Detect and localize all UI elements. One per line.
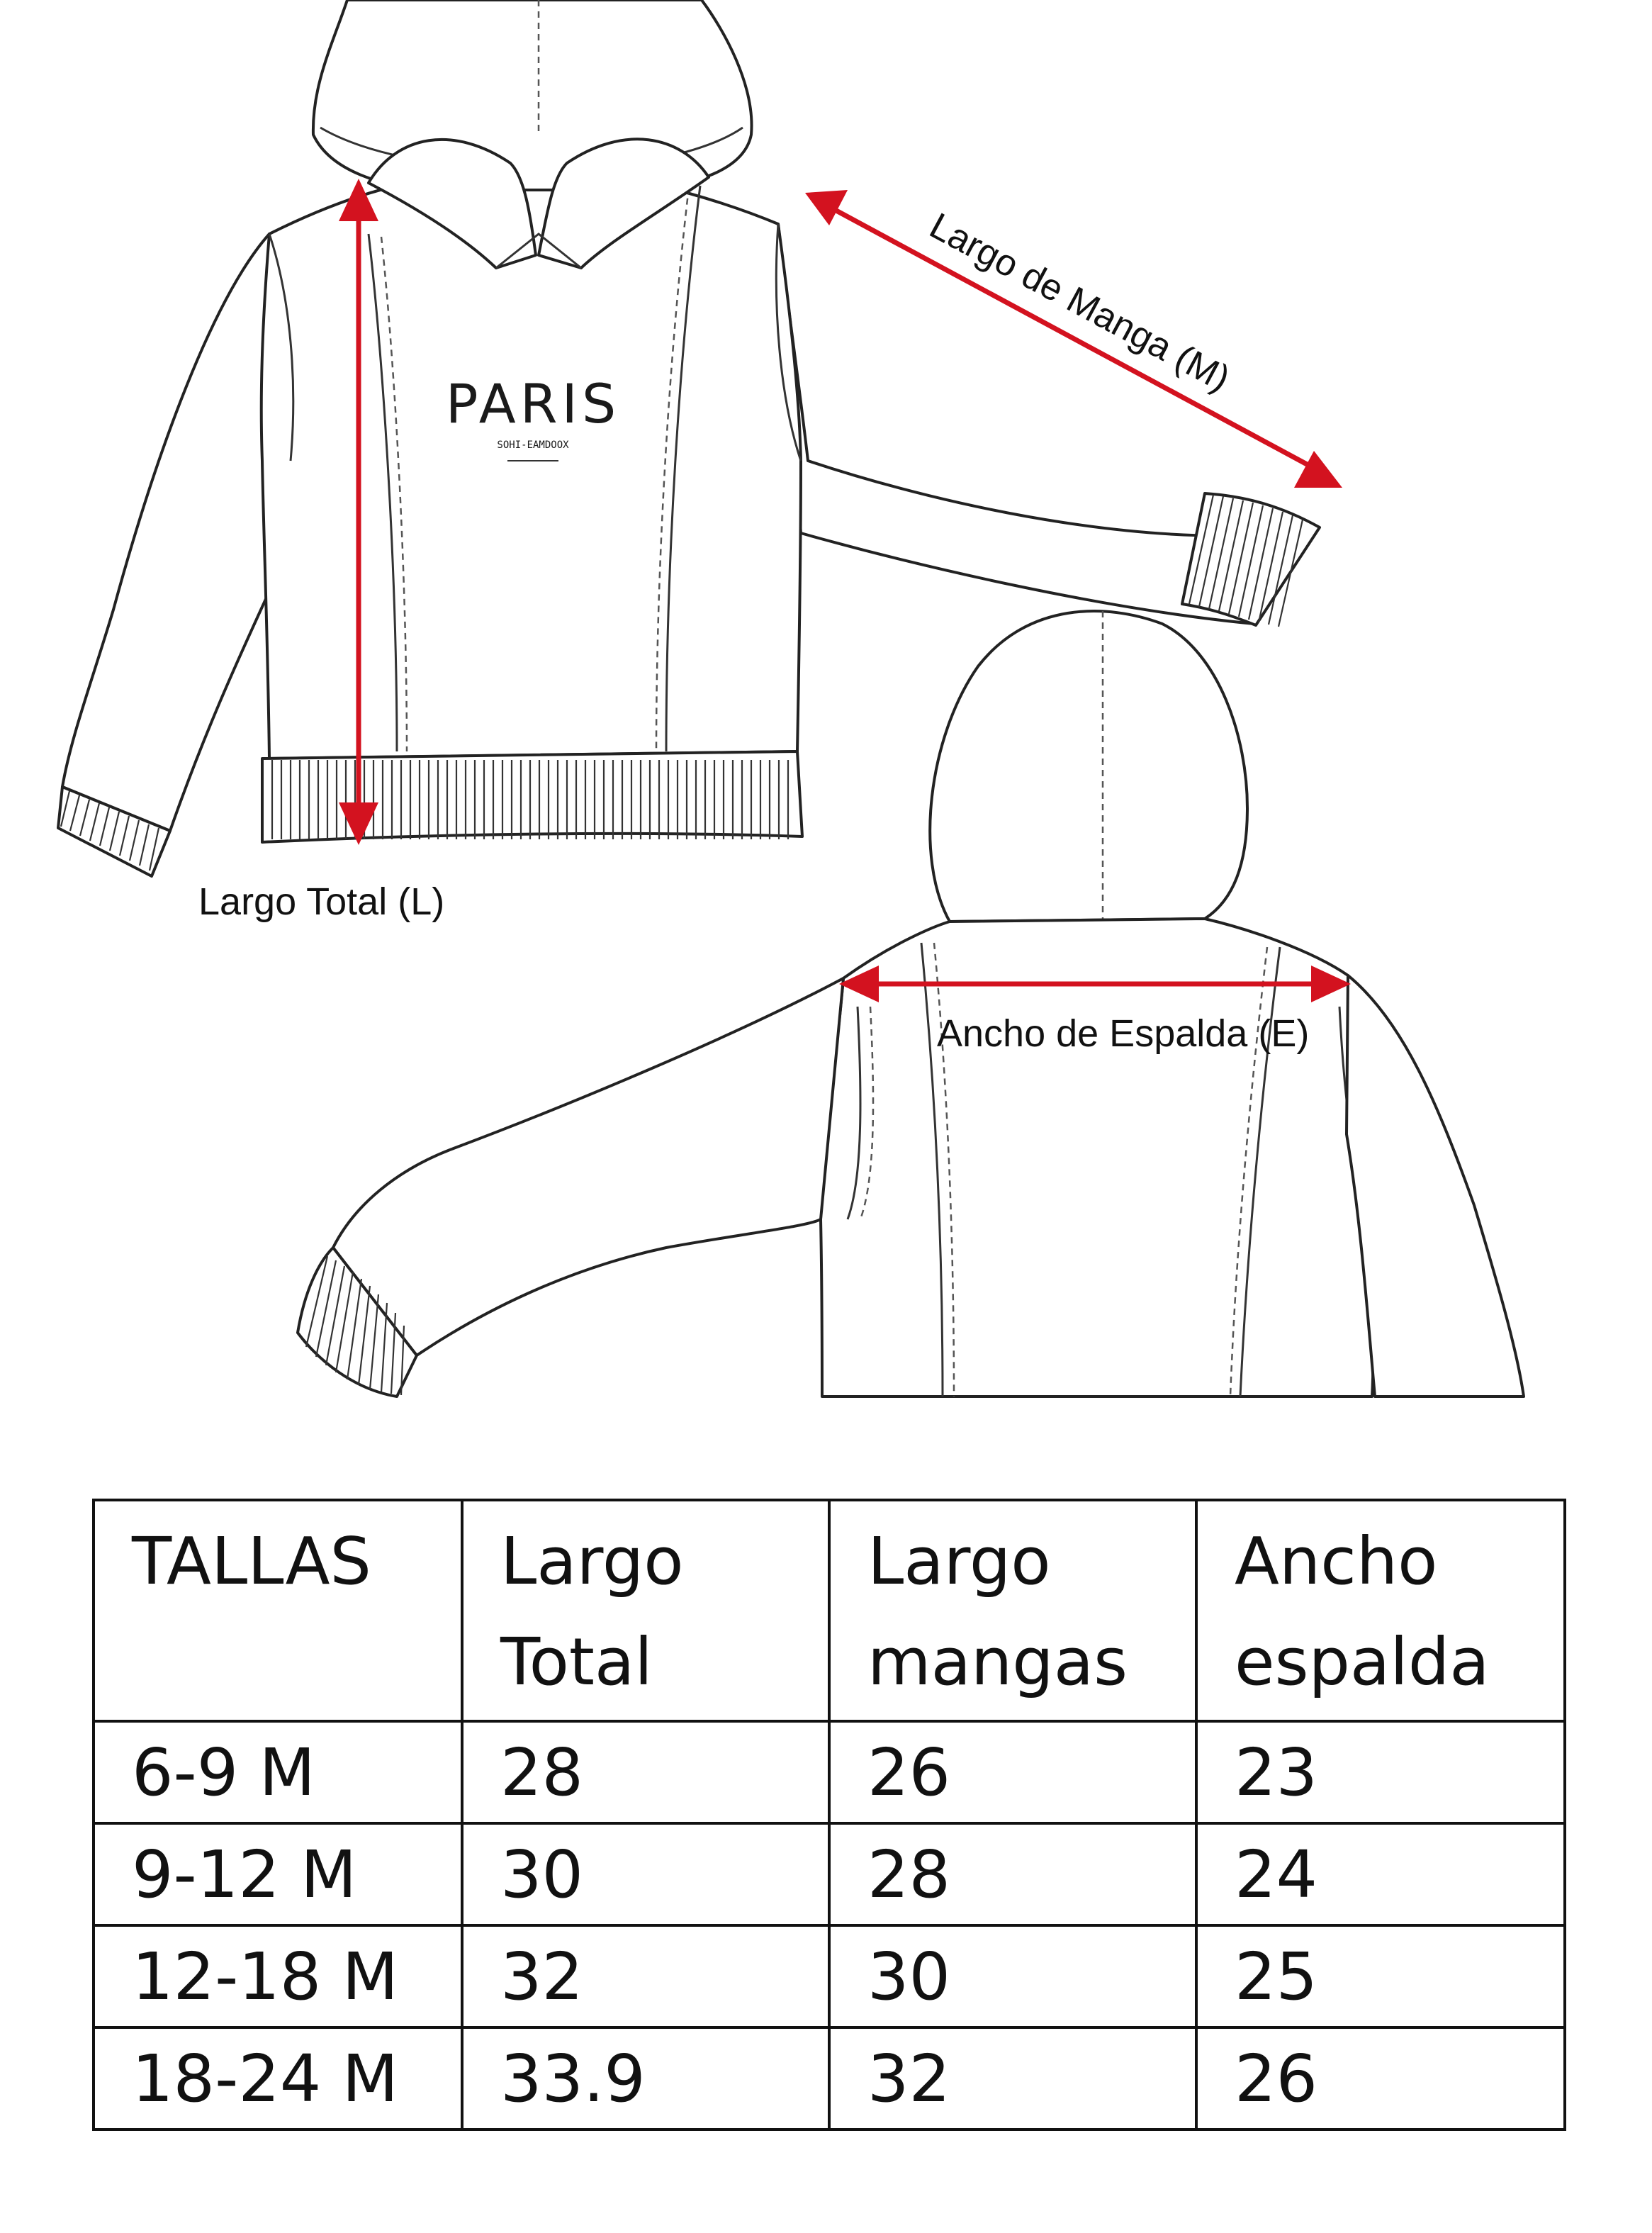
sleeve-length-cell: 30: [828, 1924, 1198, 2029]
header-total-length: Largo Total: [461, 1499, 831, 1723]
back-left-cuff: [296, 1246, 418, 1398]
front-right-cuff: [1181, 492, 1321, 627]
sleeve-length-arrow: [805, 190, 1342, 488]
sleeve-length-cell: 26: [828, 1720, 1198, 1825]
print-text: PARIS: [446, 372, 620, 435]
back-width-arrow: [839, 966, 1351, 1002]
back-width-cell: 25: [1195, 1924, 1566, 2029]
print-subtext: SOHI-EAMDOOX: [497, 440, 569, 451]
size-cell: 9-12 M: [92, 1822, 463, 1927]
total-length-arrow: [339, 179, 378, 845]
back-hoodie: [296, 610, 1525, 1398]
size-cell: 6-9 M: [92, 1720, 463, 1825]
table-row: 9-12 M 30 28 24: [92, 1822, 1566, 1927]
total-length-cell: 30: [461, 1822, 831, 1927]
front-hoodie: PARIS SOHI-EAMDOOX: [57, 0, 1321, 878]
sleeve-length-label: Largo de Manga (M): [923, 205, 1236, 399]
sleeve-length-cell: 32: [828, 2026, 1198, 2131]
total-length-label: Largo Total (L): [198, 880, 444, 923]
table-header-row: TALLAS Largo Total Largo mangas Ancho es…: [92, 1499, 1566, 1723]
total-length-cell: 32: [461, 1924, 831, 2029]
garment-illustration: PARIS SOHI-EAMDOOX Largo Total (L): [57, 0, 1525, 1398]
back-width-label: Ancho de Espalda (E): [937, 1012, 1309, 1055]
table-row: 18-24 M 33.9 32 26: [92, 2026, 1566, 2131]
size-cell: 18-24 M: [92, 2026, 463, 2131]
total-length-cell: 33.9: [461, 2026, 831, 2131]
size-table: TALLAS Largo Total Largo mangas Ancho es…: [92, 1499, 1566, 2131]
back-width-cell: 23: [1195, 1720, 1566, 1825]
header-sleeve-length: Largo mangas: [828, 1499, 1198, 1723]
table-row: 6-9 M 28 26 23: [92, 1720, 1566, 1825]
header-back-width: Ancho espalda: [1195, 1499, 1566, 1723]
front-left-cuff: [57, 785, 172, 878]
size-cell: 12-18 M: [92, 1924, 463, 2029]
sleeve-length-cell: 28: [828, 1822, 1198, 1927]
total-length-cell: 28: [461, 1720, 831, 1825]
back-width-cell: 26: [1195, 2026, 1566, 2131]
header-sizes: TALLAS: [92, 1499, 463, 1723]
back-width-cell: 24: [1195, 1822, 1566, 1927]
front-hem-rib: [261, 750, 804, 844]
table-row: 12-18 M 32 30 25: [92, 1924, 1566, 2029]
